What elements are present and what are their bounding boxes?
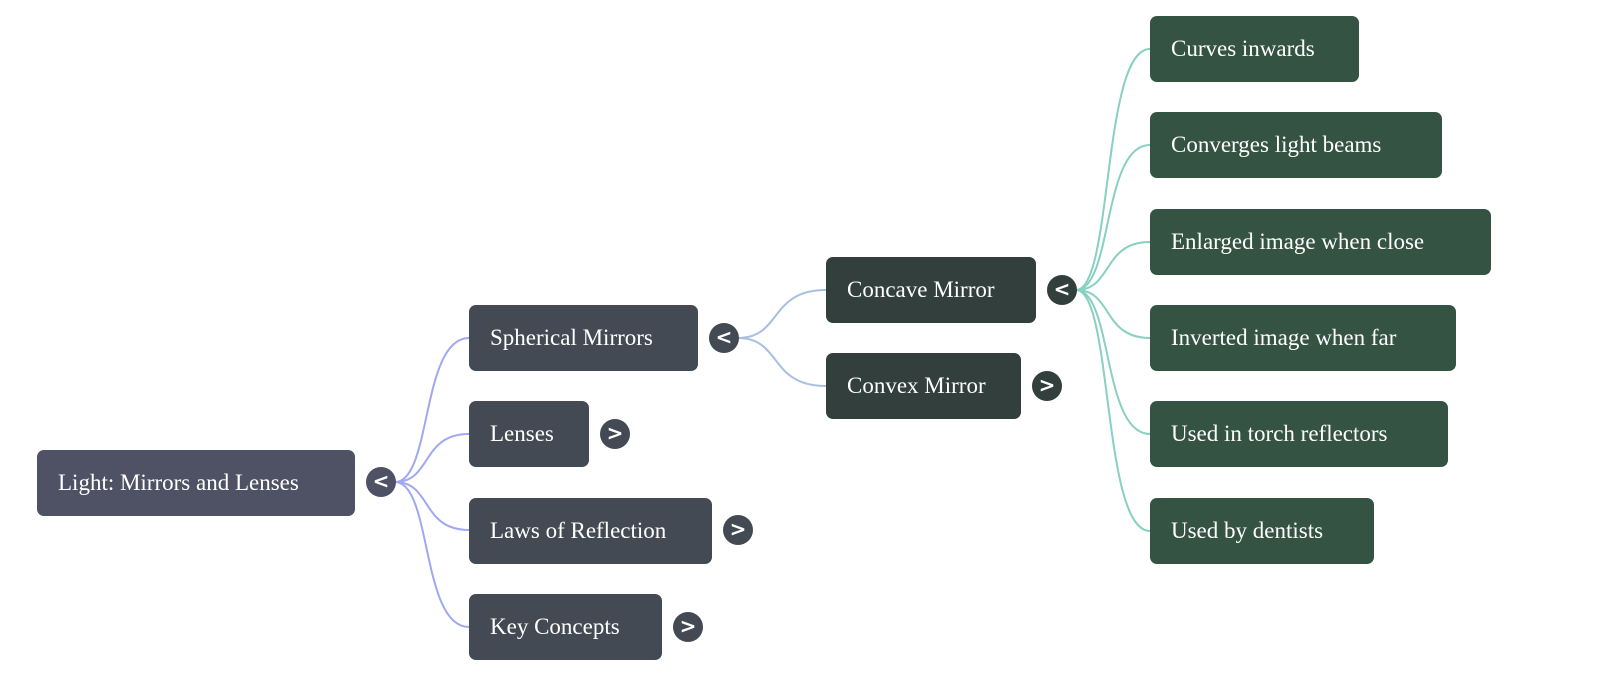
link-root-to-level1-0 <box>394 337 470 483</box>
link-root-to-level1-1 <box>394 433 470 483</box>
node-used-by-dentists[interactable]: Used by dentists <box>1150 498 1374 564</box>
node-label: Laws of Reflection <box>490 518 667 543</box>
node-label: Inverted image when far <box>1171 325 1397 350</box>
link-concave-to-level3-0 <box>1075 48 1151 291</box>
node-convex-mirror[interactable]: Convex Mirror <box>826 353 1021 419</box>
link-concave-to-level3-1 <box>1075 144 1151 291</box>
node-enlarged-image-when-close[interactable]: Enlarged image when close <box>1150 209 1491 275</box>
node-key-concepts[interactable]: Key Concepts <box>469 594 662 660</box>
convex-mirror-expand-toggle[interactable]: > <box>1032 371 1062 401</box>
concave-mirror-collapse-toggle[interactable]: < <box>1047 275 1077 305</box>
lenses-expand-toggle[interactable]: > <box>600 419 630 449</box>
node-label: Key Concepts <box>490 614 620 639</box>
spherical-mirrors-collapse-toggle[interactable]: < <box>709 323 739 353</box>
link-root-to-level1-2 <box>394 481 470 531</box>
root-collapse-toggle[interactable]: < <box>366 467 396 497</box>
node-label: Convex Mirror <box>847 373 986 398</box>
node-laws-of-reflection[interactable]: Laws of Reflection <box>469 498 712 564</box>
link-concave-to-level3-5 <box>1075 289 1151 532</box>
root-node[interactable]: Light: Mirrors and Lenses <box>37 450 355 516</box>
link-concave-to-level3-4 <box>1075 289 1151 435</box>
node-inverted-image-when-far[interactable]: Inverted image when far <box>1150 305 1456 371</box>
link-concave-to-level3-3 <box>1075 289 1151 339</box>
link-spherical-to-level2-0 <box>737 289 827 339</box>
laws-of-reflection-expand-toggle[interactable]: > <box>723 515 753 545</box>
node-label: Lenses <box>490 421 554 446</box>
node-label: Used in torch reflectors <box>1171 421 1388 446</box>
node-label: Concave Mirror <box>847 277 995 302</box>
node-concave-mirror[interactable]: Concave Mirror <box>826 257 1036 323</box>
node-label: Used by dentists <box>1171 518 1324 543</box>
node-curves-inwards[interactable]: Curves inwards <box>1150 16 1359 82</box>
node-label: Converges light beams <box>1171 132 1382 157</box>
node-lenses[interactable]: Lenses <box>469 401 589 467</box>
node-label: Curves inwards <box>1171 36 1315 61</box>
key-concepts-expand-toggle[interactable]: > <box>673 612 703 642</box>
link-root-to-level1-3 <box>394 481 470 628</box>
node-spherical-mirrors[interactable]: Spherical Mirrors <box>469 305 698 371</box>
node-used-in-torch-reflectors[interactable]: Used in torch reflectors <box>1150 401 1448 467</box>
link-spherical-to-level2-1 <box>737 337 827 387</box>
node-converges-light-beams[interactable]: Converges light beams <box>1150 112 1442 178</box>
node-label: Spherical Mirrors <box>490 325 653 350</box>
link-concave-to-level3-2 <box>1075 241 1151 291</box>
root-node-label: Light: Mirrors and Lenses <box>58 470 299 495</box>
node-label: Enlarged image when close <box>1171 229 1425 254</box>
